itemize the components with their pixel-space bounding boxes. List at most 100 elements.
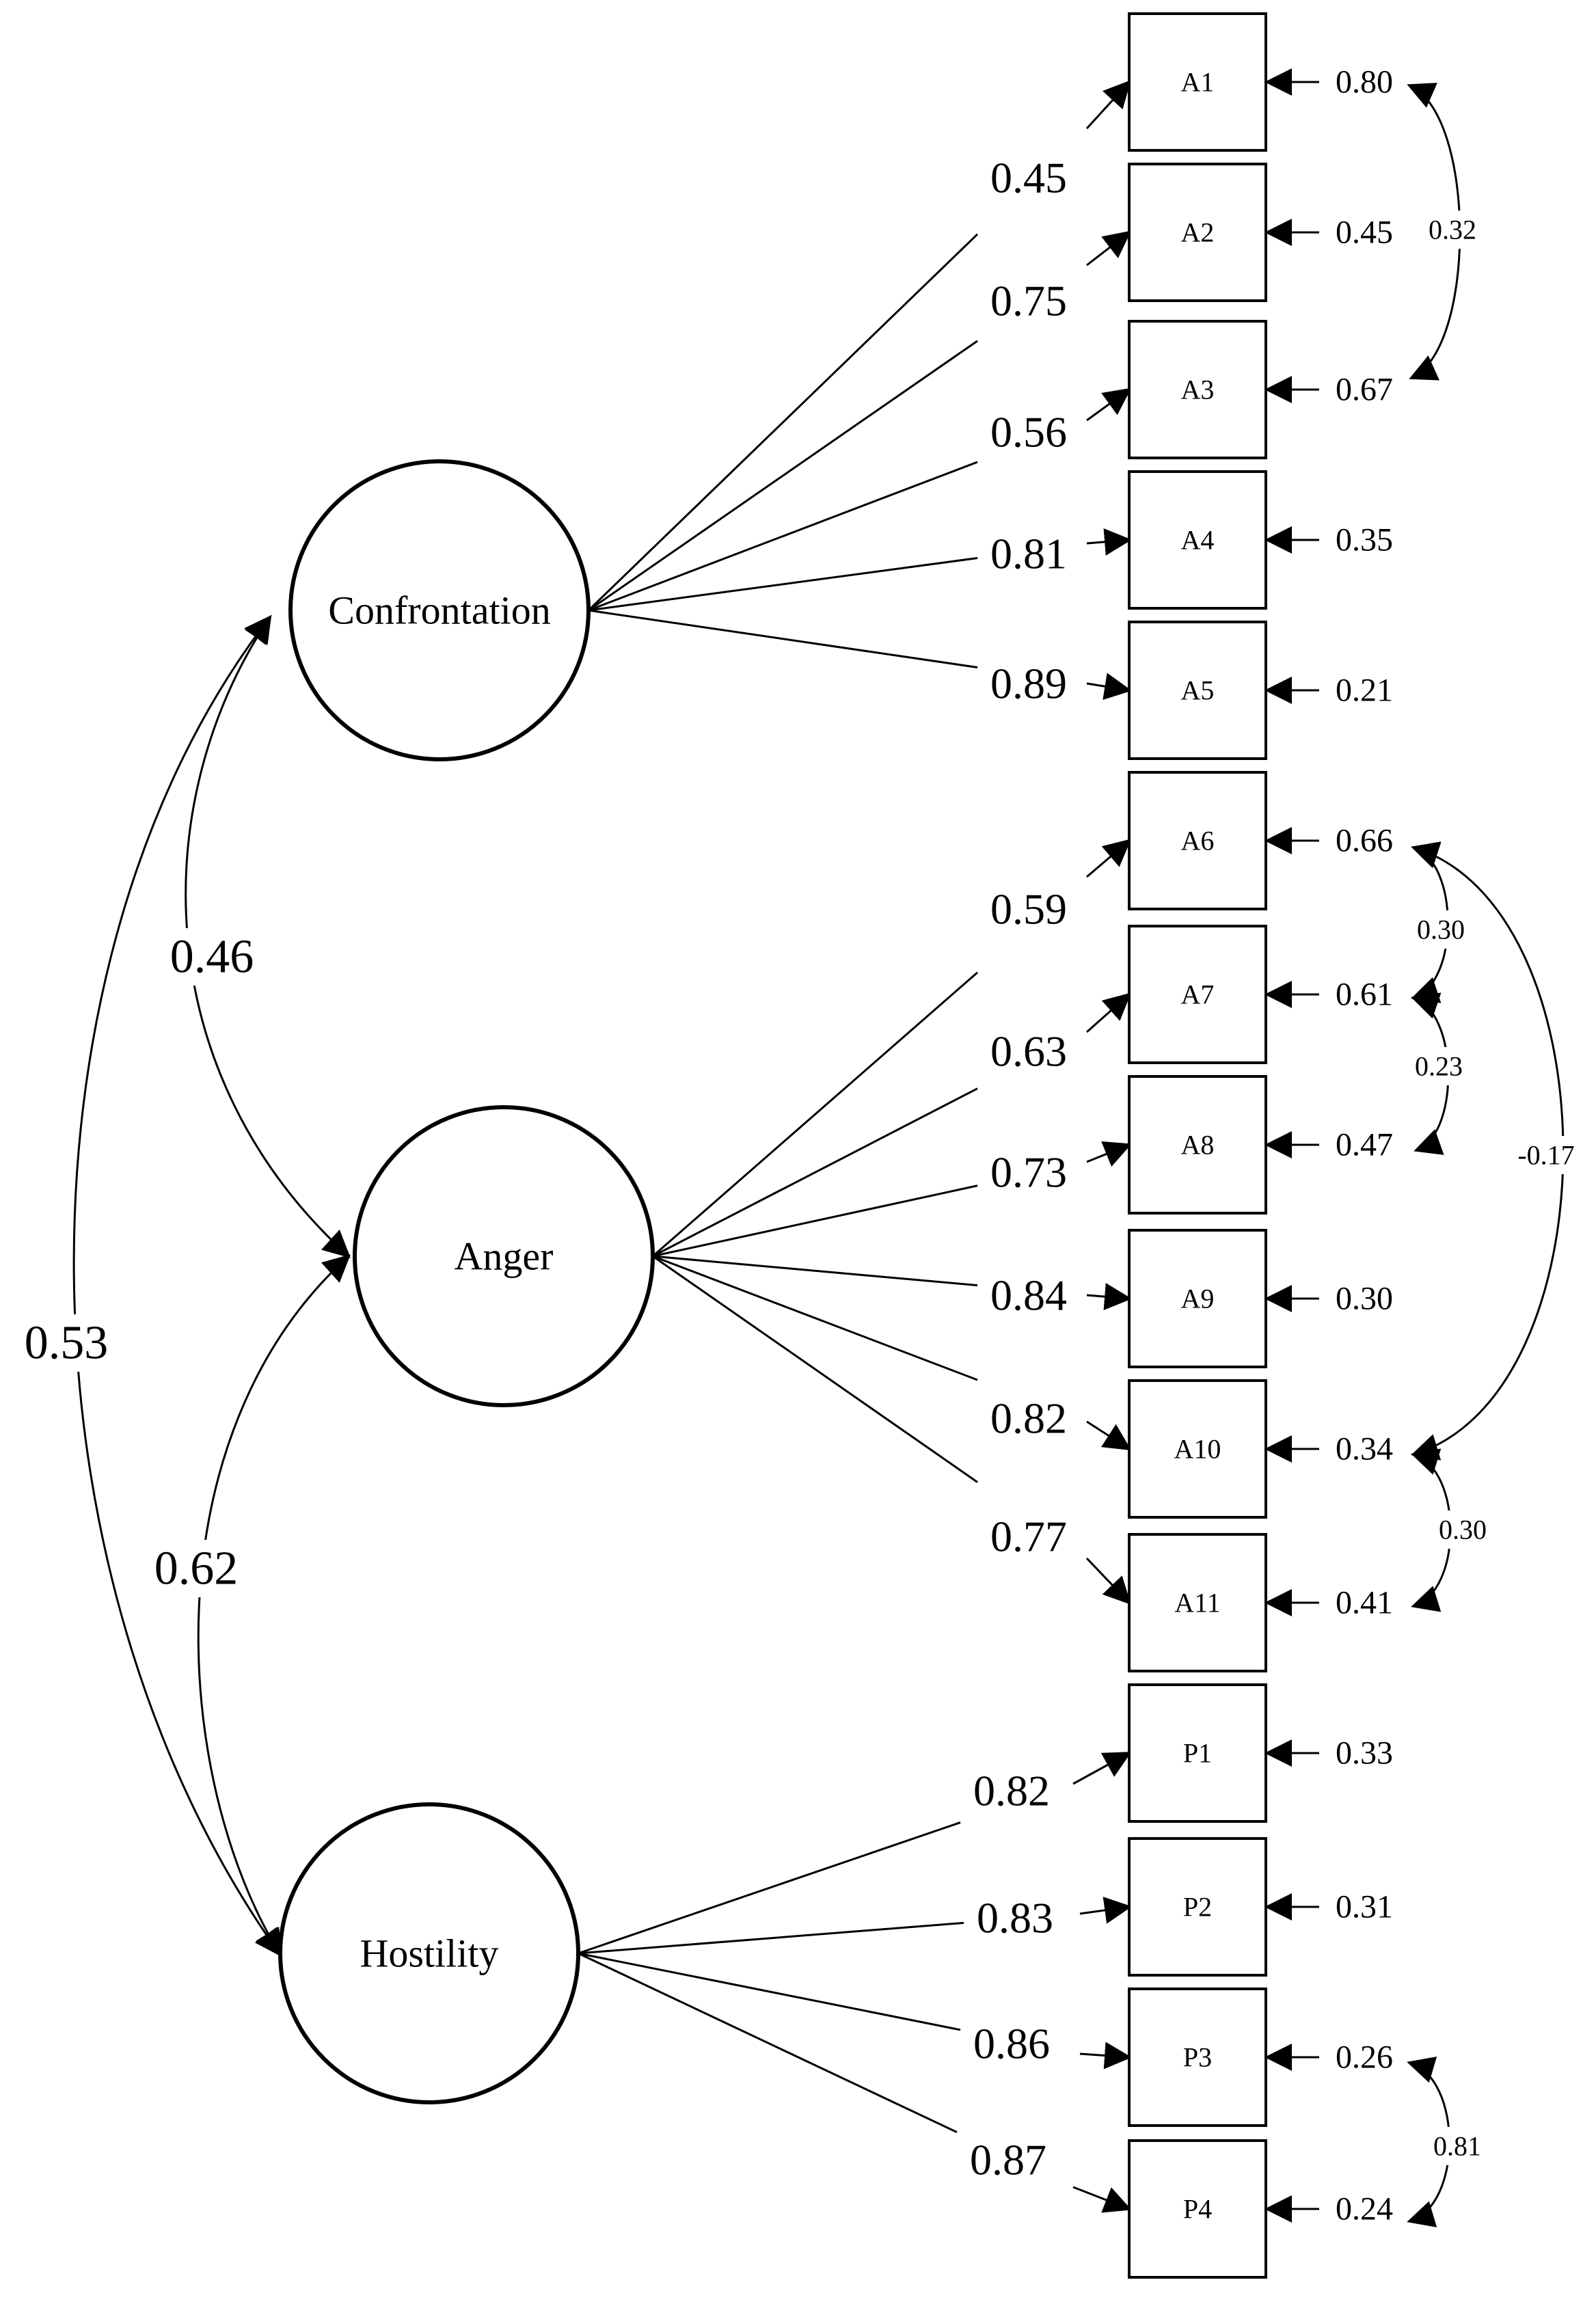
item-box-p3	[1128, 1988, 1267, 2127]
loading-label: 0.56	[990, 408, 1067, 457]
error-correlation-label-bg	[1401, 1047, 1476, 1085]
loading-arrow	[1072, 2186, 1132, 2213]
loading-label: 0.82	[973, 1767, 1050, 1815]
loading-path	[652, 1087, 978, 1258]
loading-label: 0.63	[990, 1027, 1067, 1076]
error-variance-label: 0.24	[1336, 2191, 1393, 2227]
error-variance-label: 0.35	[1336, 522, 1393, 558]
item-box-p1	[1128, 1683, 1267, 1823]
loading-label: 0.86	[973, 2020, 1050, 2068]
loading-label: 0.77	[990, 1513, 1067, 1561]
loading-path	[578, 1952, 958, 2134]
loading-label: 0.73	[990, 1148, 1067, 1197]
loading-label: 0.89	[990, 660, 1067, 708]
loading-label: 0.83	[977, 1894, 1053, 1942]
factor-correlation-label: 0.46	[170, 931, 254, 984]
item-label-a2: A2	[1181, 217, 1215, 248]
error-correlation-label: 0.30	[1417, 914, 1465, 945]
item-box-a2	[1128, 163, 1267, 302]
item-label-a6: A6	[1181, 826, 1215, 856]
loading-label: 0.87	[970, 2136, 1046, 2184]
item-label-a7: A7	[1181, 979, 1215, 1010]
error-variance-label: 0.26	[1336, 2039, 1393, 2076]
loading-path	[588, 557, 978, 612]
item-label-p1: P1	[1183, 1738, 1212, 1769]
loading-paths	[578, 68, 1319, 2223]
error-correlation-label-bg	[1425, 1510, 1500, 1549]
item-label-a5: A5	[1181, 675, 1215, 706]
item-label-a3: A3	[1181, 375, 1215, 405]
error-variance-label: 0.41	[1336, 1585, 1393, 1621]
item-label-a1: A1	[1181, 67, 1215, 98]
loading-label: 0.45	[990, 154, 1067, 202]
item-label-a10: A10	[1174, 1434, 1221, 1465]
error-correlation-label: 0.81	[1433, 2131, 1481, 2162]
loading-arrow	[1086, 1283, 1132, 1311]
loading-path	[588, 461, 978, 612]
error-correlation-label-bg	[1415, 211, 1490, 249]
loading-label: 0.81	[990, 530, 1067, 578]
loading-arrow	[1086, 992, 1131, 1033]
factor-correlation-label: 0.62	[154, 1543, 239, 1595]
error-correlation-label: 0.23	[1415, 1051, 1463, 1082]
error-correlation-label-bg	[1420, 2127, 1495, 2165]
error-variance-label: 0.34	[1336, 1431, 1393, 1467]
item-box-a11	[1128, 1533, 1267, 1672]
item-box-p4	[1128, 2139, 1267, 2279]
loading-arrow	[1085, 1557, 1131, 1605]
loading-path	[652, 971, 978, 1258]
loading-arrow	[1072, 1752, 1132, 1785]
error-variance-label: 0.80	[1336, 64, 1393, 100]
loading-label: 0.82	[990, 1394, 1067, 1443]
item-label-p2: P2	[1183, 1892, 1212, 1923]
error-correlation-label-bg	[1509, 1136, 1584, 1174]
factor-label-anger: Anger	[455, 1234, 554, 1279]
loading-path	[588, 609, 978, 668]
loading-label: 0.84	[990, 1271, 1067, 1320]
factor-correlation-label: 0.53	[25, 1317, 109, 1370]
loading-arrow	[1086, 839, 1132, 878]
nodes	[278, 12, 1267, 2279]
error-correlation-label: -0.17	[1517, 1140, 1574, 1171]
labels: 0.46 0.62 0.53 0.32 0.30 0.23 -0.17 0.30 0.81 0.4…	[18, 64, 1584, 2227]
loading-path	[578, 1921, 964, 1955]
error-variance-label: 0.30	[1336, 1281, 1393, 1317]
factor-correlation-label-bg	[18, 1314, 114, 1372]
loading-arrow	[1086, 528, 1132, 556]
loading-path	[587, 233, 979, 612]
item-label-a8: A8	[1181, 1130, 1215, 1161]
error-variance-label: 0.61	[1336, 977, 1393, 1013]
item-label-a9: A9	[1181, 1284, 1215, 1314]
error-correlation-label: 0.32	[1429, 215, 1476, 245]
error-variance-label: 0.31	[1336, 1889, 1393, 1925]
loading-arrow	[1086, 230, 1132, 267]
error-correlation-label-bg	[1403, 910, 1478, 949]
item-label-p4: P4	[1183, 2194, 1212, 2225]
item-box-a7	[1128, 925, 1267, 1064]
loading-arrow	[1086, 673, 1132, 701]
factor-label-confrontation: Confrontation	[328, 588, 550, 633]
loading-path	[578, 1952, 961, 2031]
factor-correlation-arc	[72, 614, 282, 1957]
factor-circle-anger	[353, 1105, 655, 1407]
loading-path	[652, 1184, 978, 1258]
loading-path	[578, 1821, 961, 1955]
item-label-a4: A4	[1181, 525, 1215, 556]
item-box-a3	[1128, 320, 1267, 459]
loading-label: 0.59	[990, 885, 1067, 934]
item-label-a11: A11	[1174, 1588, 1220, 1618]
factor-correlation-label-bg	[164, 928, 260, 986]
loading-arrow	[1086, 1141, 1132, 1167]
loading-path	[652, 1255, 978, 1287]
loading-arrow	[1079, 1897, 1132, 1924]
error-variance-label: 0.47	[1336, 1127, 1393, 1163]
item-box-a4	[1128, 470, 1267, 610]
error-variance-label: 0.45	[1336, 215, 1393, 251]
item-box-p2	[1128, 1837, 1267, 1977]
item-box-a1	[1128, 12, 1267, 152]
factor-correlation-label-bg	[148, 1540, 244, 1597]
item-box-a8	[1128, 1075, 1267, 1215]
error-variance-label: 0.67	[1336, 372, 1393, 408]
item-box-a6	[1128, 771, 1267, 910]
